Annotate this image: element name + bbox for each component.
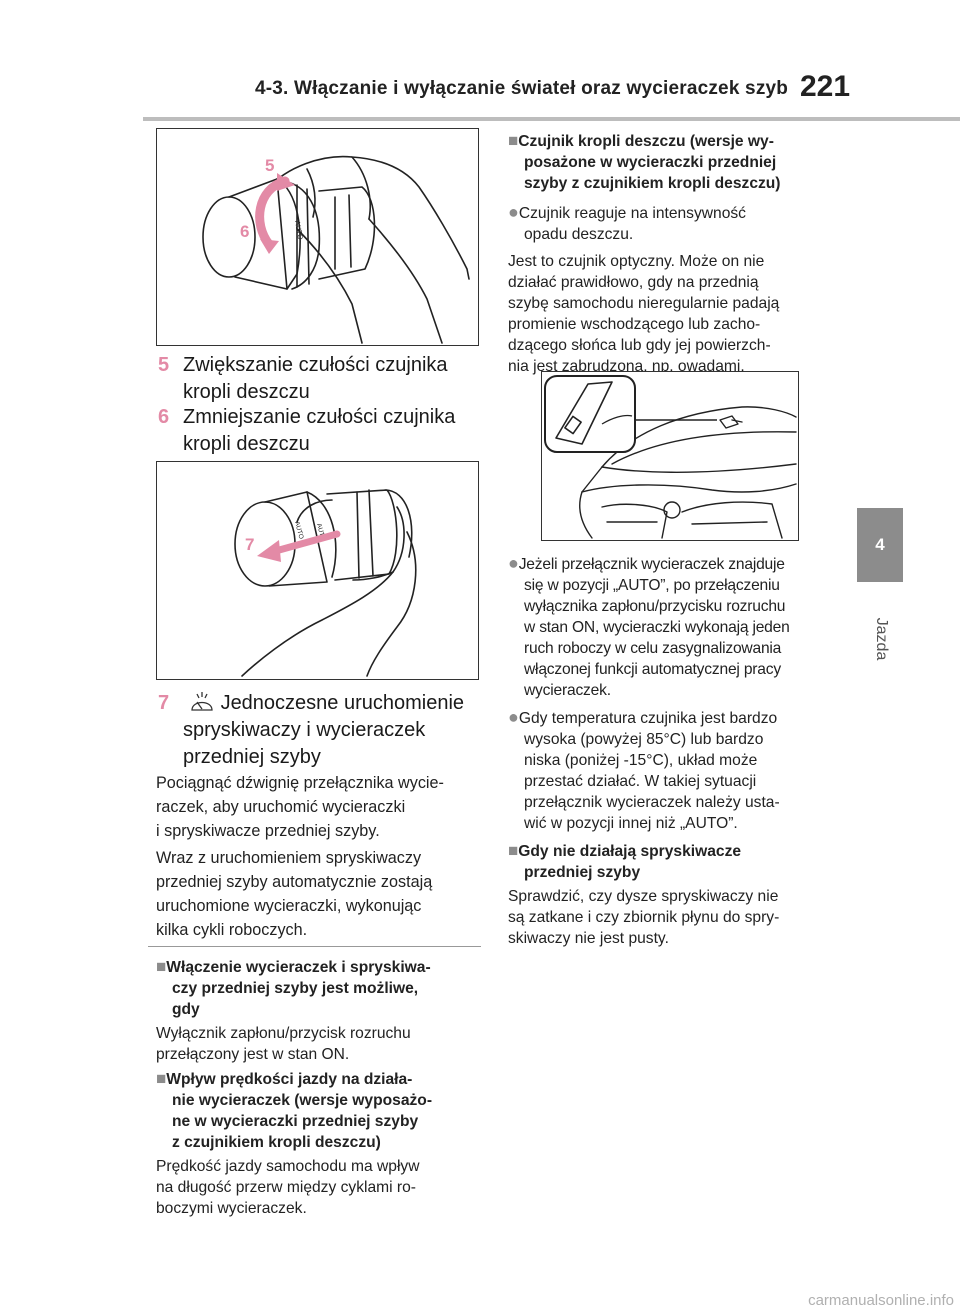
figure-rain-sensor-location: [541, 371, 799, 541]
section-speed-effect: ■Wpływ prędkości jazdy na działa- nie wy…: [156, 1068, 486, 1219]
chapter-tab[interactable]: 4: [857, 508, 903, 582]
chapter-tab-label: Jazda: [873, 617, 890, 661]
chapter-title: 4-3. Włączanie i wyłączanie świateł oraz…: [255, 78, 789, 99]
callout-7: 7: [245, 535, 254, 554]
pull-arrow: [268, 530, 341, 556]
bullet-auto-position: ●Jeżeli przełącznik wycieraczek znajduje…: [508, 553, 790, 699]
section-heading: ■Włączenie wycieraczek i spryskiwa- czy …: [156, 957, 431, 1018]
figure-sensitivity-ring: AUTO 5 6: [156, 128, 479, 346]
paragraph-optical-sensor: Jest to czujnik optyczny. Może on nie dz…: [508, 253, 780, 375]
washer-lever-illustration: AUTO AUTO 7: [234, 489, 417, 677]
section-heading: ■Wpływ prędkości jazdy na działa- nie wy…: [156, 1069, 433, 1151]
bullet-sensor-reacts: ●Czujnik reaguje na intensywność opadu d…: [508, 202, 746, 243]
item-7: 7 Jednoczesne uruchomienie spryskiwaczy …: [158, 692, 465, 768]
right-bullets: ●Jeżeli przełącznik wycieraczek znajduje…: [508, 553, 853, 949]
switch-auto-text-b: AUTO: [315, 523, 326, 542]
car-windshield-illustration: [544, 375, 797, 539]
wiper-ring-illustration: AUTO 5 6: [202, 155, 470, 344]
section-heading-washers: ■Gdy nie działają spryskiwacze przedniej…: [508, 841, 742, 881]
switch-auto-text: AUTO: [293, 220, 303, 241]
paragraph-pull-lever: Pociągnąć dźwignię przełącznika wycie- r…: [156, 774, 444, 840]
rotation-arrow: [255, 176, 290, 249]
paragraph-check-nozzles: Sprawdzić, czy dysze spryskiwaczy nie są…: [508, 888, 780, 947]
callout-6: 6: [240, 222, 249, 241]
watermark: carmanualsonline.info: [808, 1292, 954, 1309]
bullet-temperature: ●Gdy temperatura czujnika jest bardzo wy…: [508, 707, 780, 832]
section-heading: ■Czujnik kropli deszczu (wersje wy- posa…: [508, 131, 781, 192]
section-divider: [148, 946, 481, 947]
figure-washer-pull: AUTO AUTO 7: [156, 461, 479, 680]
paragraph-auto-wipers: Wraz z uruchomieniem spryskiwaczy przedn…: [156, 849, 433, 939]
section-rain-sensor: ■Czujnik kropli deszczu (wersje wy- posa…: [508, 130, 848, 377]
switch-auto-text-a: AUTO: [293, 521, 304, 540]
chapter-tab-number: 4: [875, 535, 885, 554]
page-number: 221: [800, 70, 851, 103]
header-rule: [143, 117, 960, 121]
callout-5: 5: [265, 156, 274, 175]
washer-icon: [190, 692, 213, 711]
section-operation-conditions: ■Włączenie wycieraczek i spryskiwa- czy …: [156, 956, 486, 1065]
